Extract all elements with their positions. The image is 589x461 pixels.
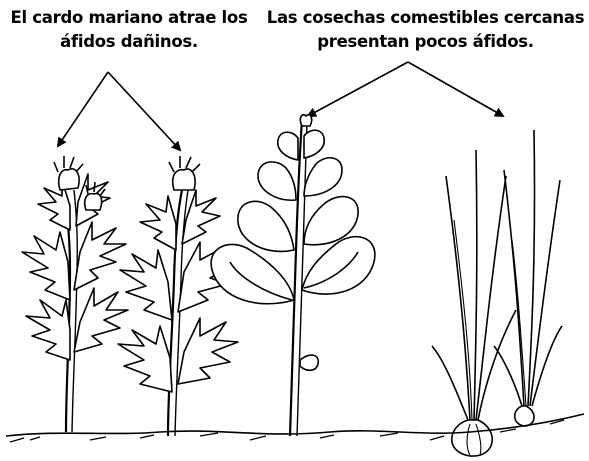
label-left-line2: áfidos dañinos. bbox=[60, 32, 198, 51]
onion-plant-1 bbox=[431, 149, 517, 457]
label-crops-few-aphids: Las cosechas comestibles cercanas presen… bbox=[262, 6, 589, 54]
arrows-left bbox=[56, 71, 182, 152]
arrow-to-thistle-1 bbox=[56, 71, 109, 148]
arrow-to-thistle-2 bbox=[107, 71, 182, 152]
arrow-to-onions bbox=[407, 61, 505, 117]
arrow-to-leafy-crop bbox=[306, 61, 409, 117]
onion-plant-2 bbox=[493, 129, 563, 427]
thistle-plant-2 bbox=[117, 156, 239, 437]
label-thistle-attracts-aphids: El cardo mariano atrae los áfidos dañino… bbox=[0, 6, 258, 54]
label-right-line1: Las cosechas comestibles cercanas bbox=[266, 8, 585, 27]
leafy-crop-plant bbox=[210, 113, 376, 437]
label-left-line1: El cardo mariano atrae los bbox=[10, 8, 248, 27]
ground-line bbox=[5, 413, 585, 443]
label-right-line2: presentan pocos áfidos. bbox=[317, 32, 534, 51]
thistle-plant-1 bbox=[21, 156, 129, 433]
arrows-right bbox=[306, 61, 505, 117]
